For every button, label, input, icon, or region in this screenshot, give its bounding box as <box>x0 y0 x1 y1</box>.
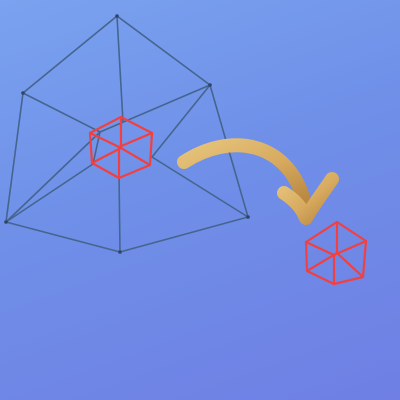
small-cube-icon <box>88 115 154 180</box>
curved-arrow-icon <box>177 138 339 225</box>
wireframe-cube-icon <box>4 14 250 254</box>
small-cube-icon <box>304 220 368 286</box>
